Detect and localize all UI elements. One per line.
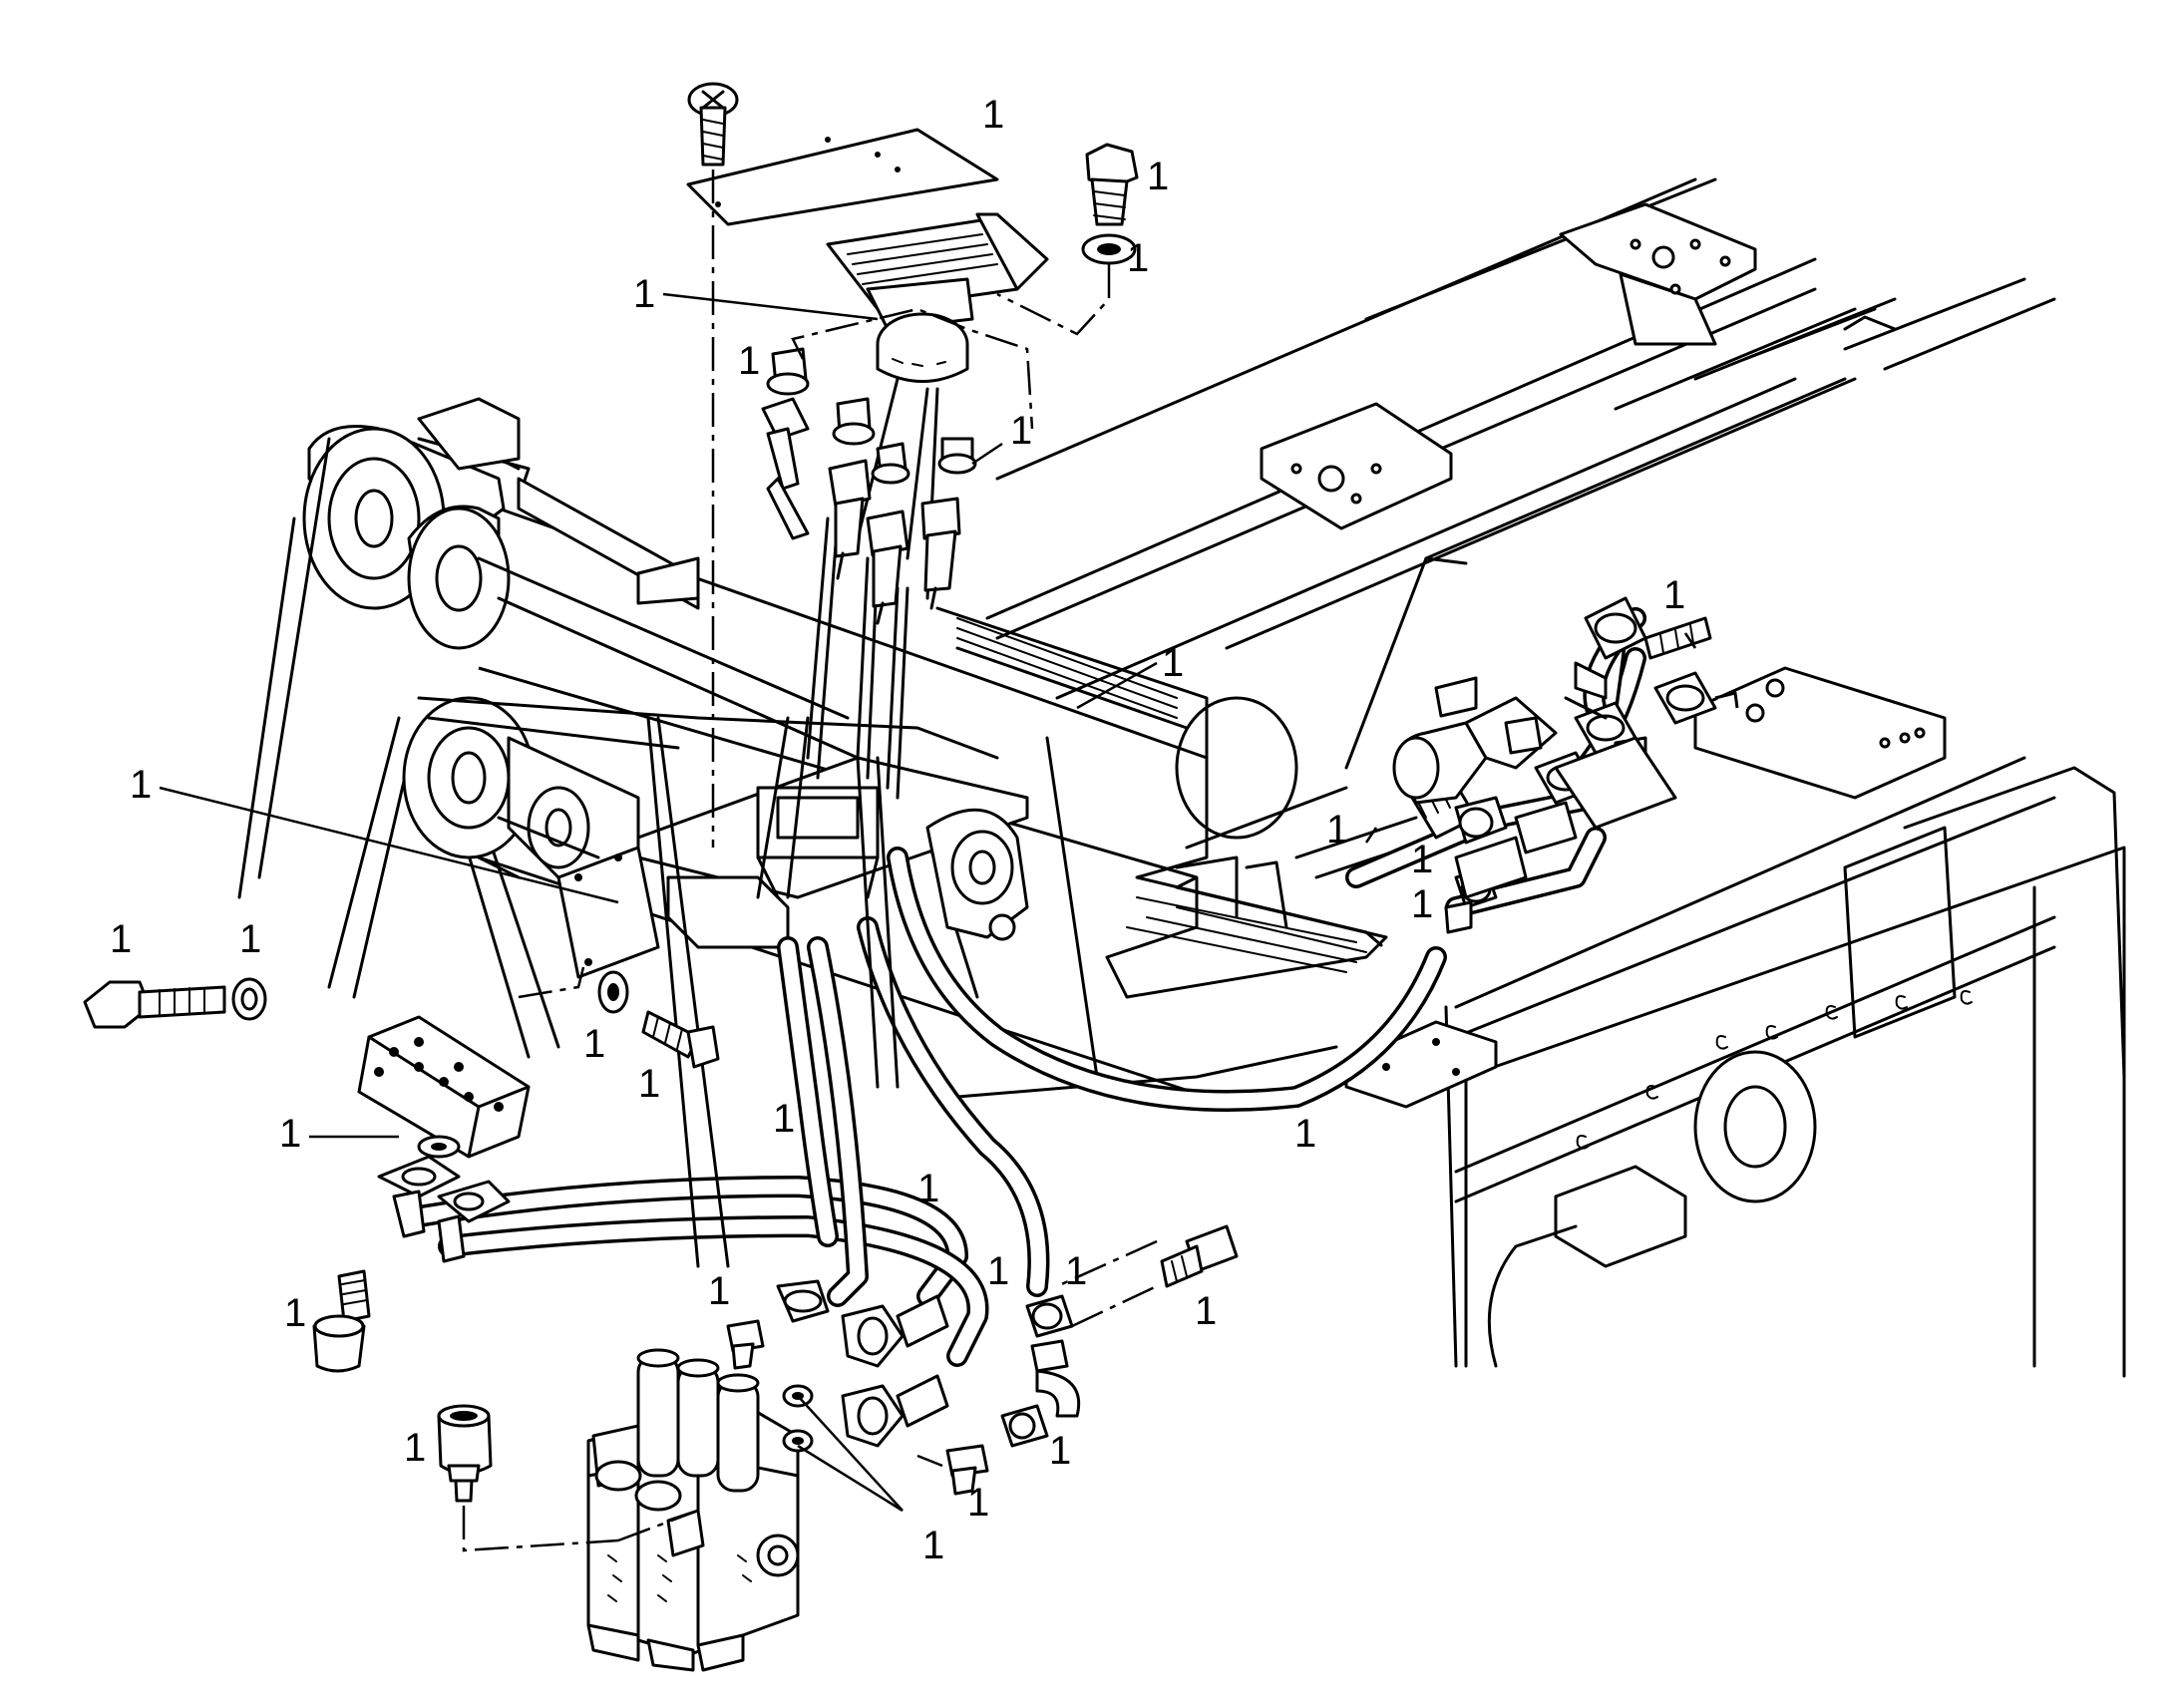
elbow-fittings-bottom: [726, 1279, 1081, 1496]
callout-label: 1: [1010, 409, 1032, 453]
callout-label: 1: [1049, 1429, 1071, 1473]
manifold-block: [357, 1015, 531, 1159]
callout-label: 1: [982, 93, 1004, 137]
cover-plate: [686, 128, 999, 226]
callout-label: 1: [967, 1481, 989, 1525]
callout-label: 1: [404, 1426, 426, 1470]
mount-plate-middle: [1260, 402, 1453, 530]
frame-block-right: [1693, 666, 1947, 800]
chassis-frame: [985, 177, 2126, 1378]
callout-label: 1: [1326, 808, 1348, 852]
callout-label: 1: [1147, 155, 1169, 198]
callout-label: 1: [987, 1249, 1009, 1293]
callout-label: 1: [110, 917, 132, 961]
callout-label: 1: [633, 272, 655, 316]
callout-label: 1: [279, 1112, 301, 1156]
callout-label: 1: [1411, 882, 1433, 926]
callout-label: 1: [239, 917, 261, 961]
pedal-bracket-assembly: [556, 756, 1029, 979]
bolt-lower-left: [312, 1269, 371, 1373]
callout-leaders: [159, 292, 1697, 1513]
callout-label: 1: [773, 1097, 795, 1141]
callout-label: 1: [284, 1291, 306, 1335]
screw-top: [687, 82, 739, 167]
callout-label: 1: [1127, 236, 1149, 280]
fitting-c: [866, 442, 910, 625]
fitting-a: [761, 347, 810, 540]
callout-labels: 1 1 1 1 1 1 1 1 1 1 1 1 1 1 1 1 1 1 1 1 …: [110, 93, 1685, 1567]
callout-label: 1: [1195, 1289, 1217, 1333]
callout-label: 1: [917, 1167, 939, 1210]
pedal-plate: [1344, 1020, 1498, 1109]
callout-label: 1: [130, 763, 152, 807]
fitting-b: [828, 397, 876, 580]
pressure-switch: [437, 1404, 493, 1503]
bolt-top-right: [1081, 143, 1139, 265]
callout-label: 1: [638, 1062, 660, 1106]
control-pedal-group: [646, 128, 1049, 1268]
callout-label: 1: [1294, 1112, 1316, 1156]
bolt-right-lower: [1160, 1224, 1239, 1288]
callout-label: 1: [1065, 1249, 1087, 1293]
callout-label: 1: [1663, 573, 1685, 617]
fittings: [83, 82, 1739, 1672]
control-valve-bank: [586, 1348, 800, 1672]
fitting-d: [920, 437, 977, 610]
bolt-left: [83, 977, 267, 1029]
callout-label: 1: [922, 1524, 944, 1567]
valve-cylinder-right: [1392, 676, 1677, 899]
callout-label: 1: [583, 1022, 605, 1066]
callout-label: 1: [1411, 838, 1433, 881]
frame-block: [1554, 1165, 1687, 1268]
callout-label: 1: [708, 1269, 730, 1313]
assembly-lines: [462, 170, 1158, 1552]
banjo-fittings: [377, 1155, 511, 1263]
mast-arms: [237, 397, 999, 1059]
callout-label: 1: [1162, 641, 1184, 685]
callout-label: 1: [738, 339, 760, 383]
side-plate: [556, 846, 660, 979]
bolt-bracket: [597, 970, 720, 1069]
